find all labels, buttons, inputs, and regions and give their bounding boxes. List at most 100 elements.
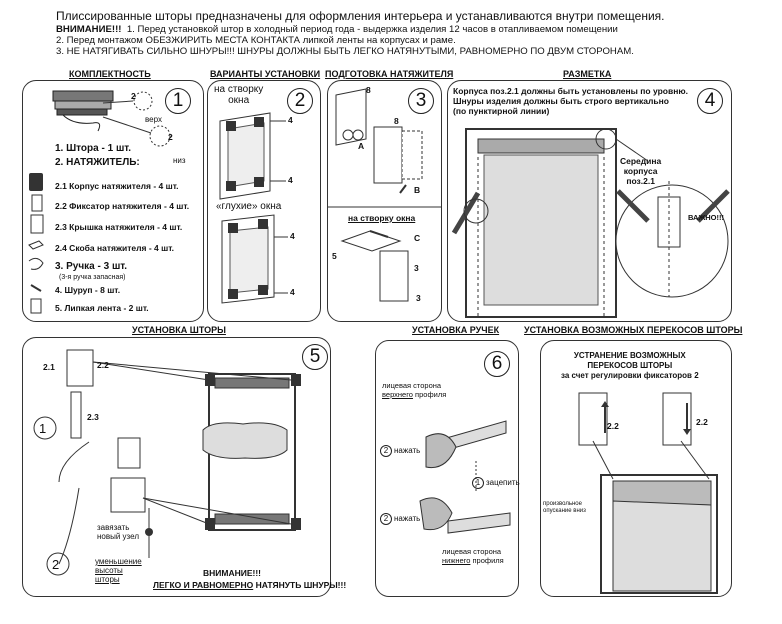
handles-upper-face-a: лицевая сторона xyxy=(382,381,442,390)
header-item-3: 3. НЕ НАТЯГИВАТЬ СИЛЬНО ШНУРЫ!!! ШНУРЫ Д… xyxy=(56,45,634,57)
handles-lower-face-c: профиля xyxy=(470,556,504,565)
handles-hook-text: зацепить xyxy=(486,478,520,487)
step-number-3: 3 xyxy=(408,88,434,114)
kit-parts-icons xyxy=(28,173,44,314)
prep-label-c: C xyxy=(414,233,421,243)
attention-label: ВНИМАНИЕ!!! xyxy=(56,23,122,35)
step-number-5: 5 xyxy=(302,344,328,370)
marking-middle-label: Середина корпуса поз.2.1 xyxy=(620,156,662,186)
panel-install: 5 2.1 2.2 2.3 1 2 завязать новый узел ум… xyxy=(22,337,346,597)
variant-screw-label-2: 4 xyxy=(288,175,293,185)
handles-circle-2-top: 2 xyxy=(380,445,392,457)
shade-illustration xyxy=(52,90,171,147)
variant-sash-label: на створку окна xyxy=(214,84,264,106)
kit-label-top: верх xyxy=(145,115,162,124)
step-number-4: 4 xyxy=(697,88,723,114)
handles-circle-2-bottom: 2 xyxy=(380,513,392,525)
install-tie-label: завязать новый узел xyxy=(97,523,139,541)
section-skew-title: УСТАНОВКА ВОЗМОЖНЫХ ПЕРЕКОСОВ ШТОРЫ xyxy=(524,325,743,335)
panel-variants: 2 на створку окна «глухие» окна 4 4 4 4 xyxy=(207,80,321,322)
header-item-2: 2. Перед монтажом ОБЕЗЖИРИТЬ МЕСТА КОНТА… xyxy=(56,34,456,46)
fixer-icon xyxy=(31,194,43,212)
variants-illustration xyxy=(219,112,288,304)
marking-important-label: ВАЖНО!!! xyxy=(688,213,724,222)
kit-item-2: 2. НАТЯЖИТЕЛЬ: xyxy=(55,157,140,168)
step-number-1: 1 xyxy=(165,88,191,114)
handles-lower-face-b: нижнего xyxy=(442,556,471,565)
step-number-2: 2 xyxy=(287,88,313,114)
kit-label-2-top: 2 xyxy=(131,91,136,101)
variant-blind-label: «глухие» окна xyxy=(216,201,282,212)
header-item-1: 1. Перед установкой штор в холодный пери… xyxy=(126,23,618,35)
variant-screw-label-3: 4 xyxy=(290,231,295,241)
kit-item-4: 4. Шуруп - 8 шт. xyxy=(55,285,121,295)
section-marking-title: РАЗМЕТКА xyxy=(563,69,612,79)
marking-illustration xyxy=(451,128,730,318)
install-circle-1: 1 xyxy=(39,421,47,436)
install-warning-title: ВНИМАНИЕ!!! xyxy=(203,568,262,578)
screw-icon xyxy=(30,284,42,292)
kit-item-1: 1. Штора - 1 шт. xyxy=(55,143,132,154)
cover-icon xyxy=(30,214,44,234)
prep-label-b: B xyxy=(414,185,421,195)
handles-upper-face-c: профиля xyxy=(412,390,447,399)
kit-item-5: 5. Липкая лента - 2 шт. xyxy=(55,303,149,313)
prep-label-3b: 3 xyxy=(416,293,421,303)
kit-label-bottom: низ xyxy=(173,156,186,165)
handles-illustration xyxy=(419,420,511,534)
step-number-6: 6 xyxy=(484,351,510,377)
prep-illustration xyxy=(328,88,441,302)
kit-item-2-1: 2.1 Корпус натяжителя - 4 шт. xyxy=(55,181,179,191)
handles-press-bottom-text: нажать xyxy=(394,514,421,523)
install-illustration xyxy=(33,349,301,576)
install-label-2-1: 2.1 xyxy=(43,362,55,372)
install-label-2-3: 2.3 xyxy=(87,412,99,422)
housing-icon xyxy=(29,173,43,191)
handles-press-top-text: нажать xyxy=(394,446,421,455)
kit-label-2-bottom: 2 xyxy=(168,132,173,142)
skew-label-2-2-right: 2.2 xyxy=(696,417,708,427)
header-title: Плиссированные шторы предназначены для о… xyxy=(56,9,665,23)
prep-label-8b: 8 xyxy=(394,116,399,126)
install-circle-2: 2 xyxy=(52,557,60,572)
prep-sash-label: на створку окна xyxy=(348,213,416,223)
kit-item-2-3: 2.3 Крышка натяжителя - 4 шт. xyxy=(55,222,183,232)
kit-item-2-2: 2.2 Фиксатор натяжителя - 4 шт. xyxy=(55,201,190,211)
section-handles-title: УСТАНОВКА РУЧЕК xyxy=(412,325,500,335)
prep-label-5: 5 xyxy=(332,251,337,261)
section-prep-title: ПОДГОТОВКА НАТЯЖИТЕЛЯ xyxy=(325,69,454,79)
header-line-1: ВНИМАНИЕ!!! 1. Перед установкой штор в х… xyxy=(56,24,776,35)
install-warning-emph: ЛЕГКО И РАВНОМЕРНО xyxy=(153,580,254,590)
skew-label-2-2-left: 2.2 xyxy=(607,421,619,431)
handles-lower-face-a: лицевая сторона xyxy=(442,547,502,556)
kit-item-3: 3. Ручка - 3 шт. xyxy=(55,261,128,272)
install-label-2-2: 2.2 xyxy=(97,360,109,370)
skew-title: УСТРАНЕНИЕ ВОЗМОЖНЫХ ПЕРЕКОСОВ ШТОРЫ за … xyxy=(561,351,699,380)
variant-screw-label-4: 4 xyxy=(290,287,295,297)
panel-marking: 4 Корпуса поз.2.1 должны быть установлен… xyxy=(447,80,732,322)
install-reduce-label: уменьшение высоты шторы xyxy=(95,557,142,584)
skew-drop-label: произвольное опускание вниз xyxy=(543,501,586,514)
section-kit-title: КОМПЛЕКТНОСТЬ xyxy=(69,69,151,79)
prep-label-8a: 8 xyxy=(366,85,371,95)
prep-label-3a: 3 xyxy=(414,263,419,273)
handles-upper-face-b: верхнего xyxy=(382,390,413,399)
panel-prep: 3 8 8 A B на створку окна C 5 3 3 xyxy=(327,80,442,322)
variant-screw-label-1: 4 xyxy=(288,115,293,125)
install-warning-text: ЛЕГКО И РАВНОМЕРНО НАТЯНУТЬ ШНУРЫ!!! xyxy=(153,580,346,590)
tape-icon xyxy=(30,298,42,314)
handles-circle-1: 1 xyxy=(472,477,484,489)
section-install-title: УСТАНОВКА ШТОРЫ xyxy=(132,325,226,335)
install-warning-rest: НАТЯНУТЬ ШНУРЫ!!! xyxy=(253,580,347,590)
kit-item-3-note: (3-я ручка запасная) xyxy=(59,274,126,281)
section-variants-title: ВАРИАНТЫ УСТАНОВКИ xyxy=(210,69,321,79)
bracket-icon xyxy=(28,240,44,250)
marking-note: Корпуса поз.2.1 должны быть установлены … xyxy=(453,86,688,117)
skew-illustration xyxy=(578,392,718,594)
